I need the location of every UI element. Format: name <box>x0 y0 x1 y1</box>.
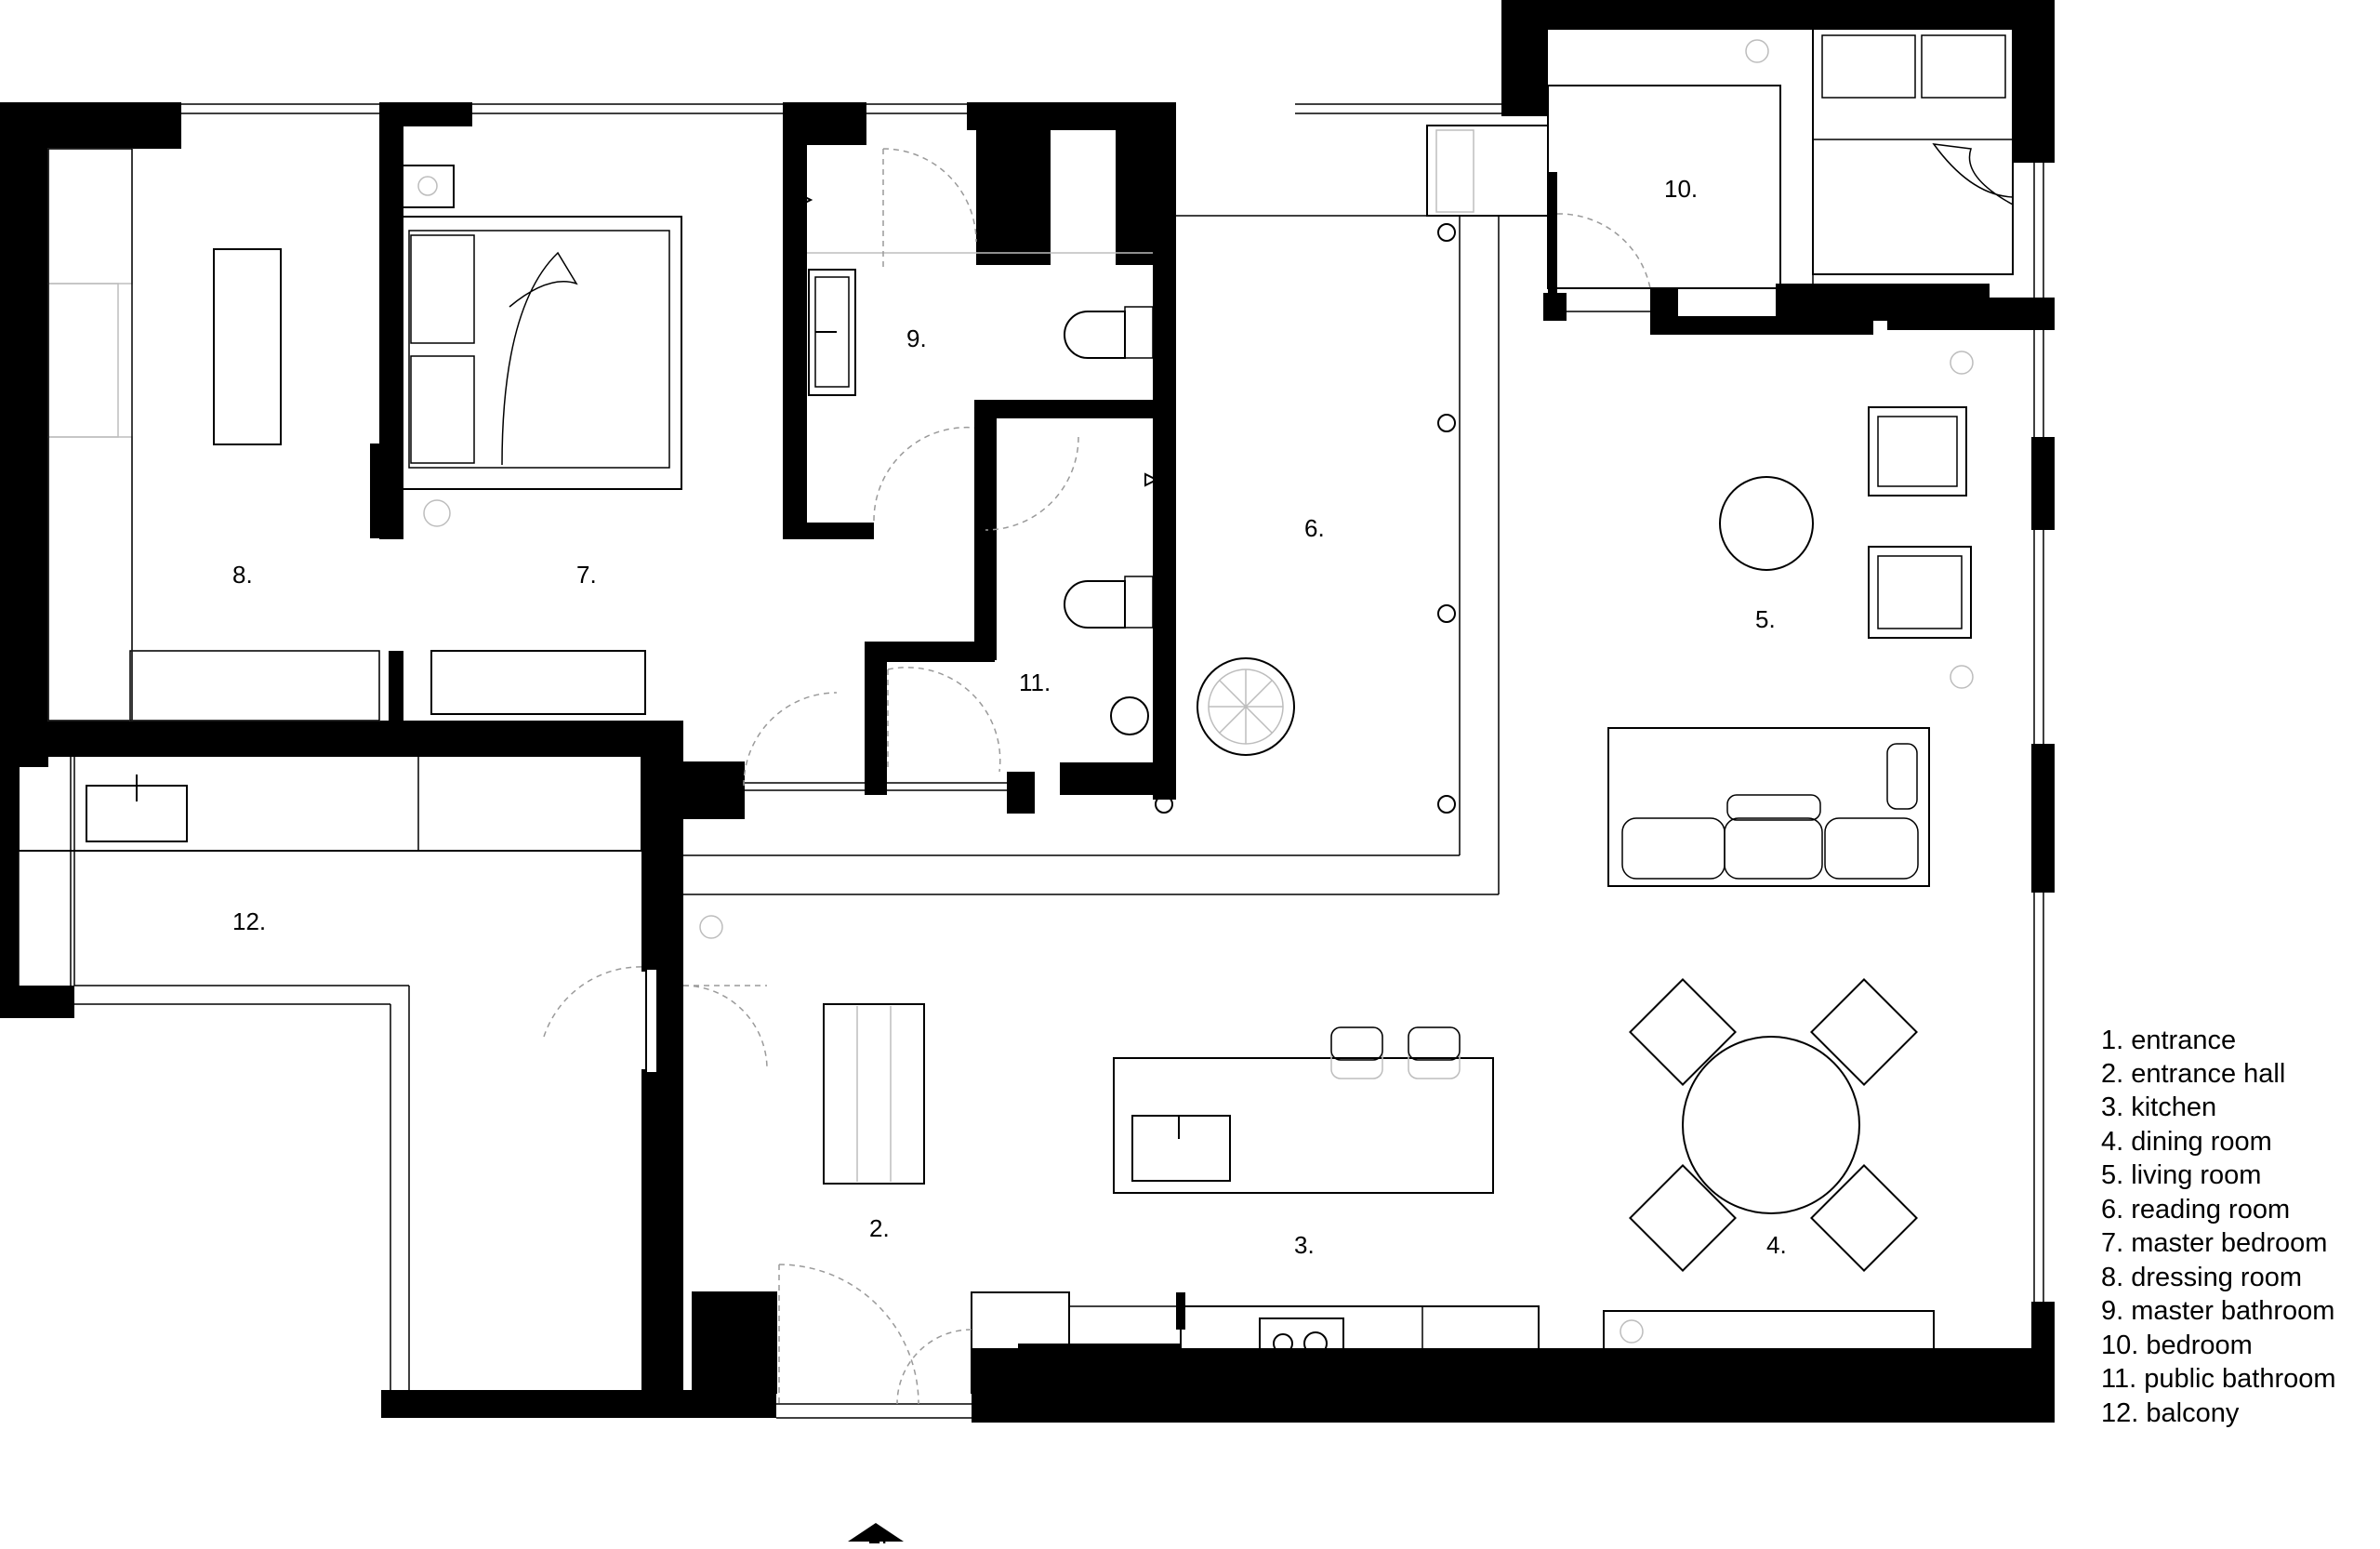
room-label-9: 9. <box>906 324 927 352</box>
legend-item: 8. dressing room <box>2101 1263 2302 1292</box>
bedroom-furniture <box>1547 27 2014 375</box>
legend-item: 4. dining room <box>2101 1127 2272 1157</box>
public-bathroom-furniture <box>873 426 1159 773</box>
living-room-furniture <box>1607 406 1974 887</box>
legend: 1. entrance 2. entrance hall 3. kitchen … <box>2101 1026 2336 1428</box>
dressing-room-furniture <box>47 148 380 722</box>
room-label-5: 5. <box>1755 605 1776 633</box>
kitchen-furniture <box>1069 1026 1540 1396</box>
room-label-3: 3. <box>1294 1231 1315 1259</box>
legend-item: 12. balcony <box>2101 1398 2240 1428</box>
legend-item: 10. bedroom <box>2101 1331 2253 1360</box>
reading-room <box>678 125 1549 895</box>
walls <box>0 0 2055 1423</box>
windows <box>18 103 2044 1419</box>
legend-item: 2. entrance hall <box>2101 1059 2285 1089</box>
legend-item: 3. kitchen <box>2101 1092 2216 1122</box>
room-label-1: 1. <box>867 1521 888 1549</box>
master-bathroom-furniture <box>797 148 1154 396</box>
legend-item: 7. master bedroom <box>2101 1228 2327 1258</box>
legend-item: 5. living room <box>2101 1160 2261 1190</box>
balcony-furniture <box>18 755 642 986</box>
room-label-12: 12. <box>232 907 266 935</box>
legend-item: 11. public bathroom <box>2101 1364 2336 1394</box>
room-label-10: 10. <box>1664 175 1698 203</box>
legend-item: 1. entrance <box>2101 1026 2236 1055</box>
room-label-2: 2. <box>869 1214 890 1242</box>
legend-item: 9. master bathroom <box>2101 1296 2334 1326</box>
room-label-4: 4. <box>1766 1231 1787 1259</box>
legend-item: 6. reading room <box>2101 1195 2290 1225</box>
room-label-8: 8. <box>232 561 253 589</box>
room-label-6: 6. <box>1304 514 1325 542</box>
room-label-11: 11. <box>1019 669 1051 696</box>
room-label-7: 7. <box>576 561 597 589</box>
dining-room-furniture <box>1603 978 1935 1354</box>
room-labels: 1. 2. 3. 4. 5. 6. 7. 8. 9. 10. 11. 12. <box>232 175 1787 1549</box>
master-bedroom-furniture <box>402 165 682 715</box>
entrance-arrow-icon <box>848 1523 904 1542</box>
entrance-hall-furniture <box>543 915 1070 1405</box>
